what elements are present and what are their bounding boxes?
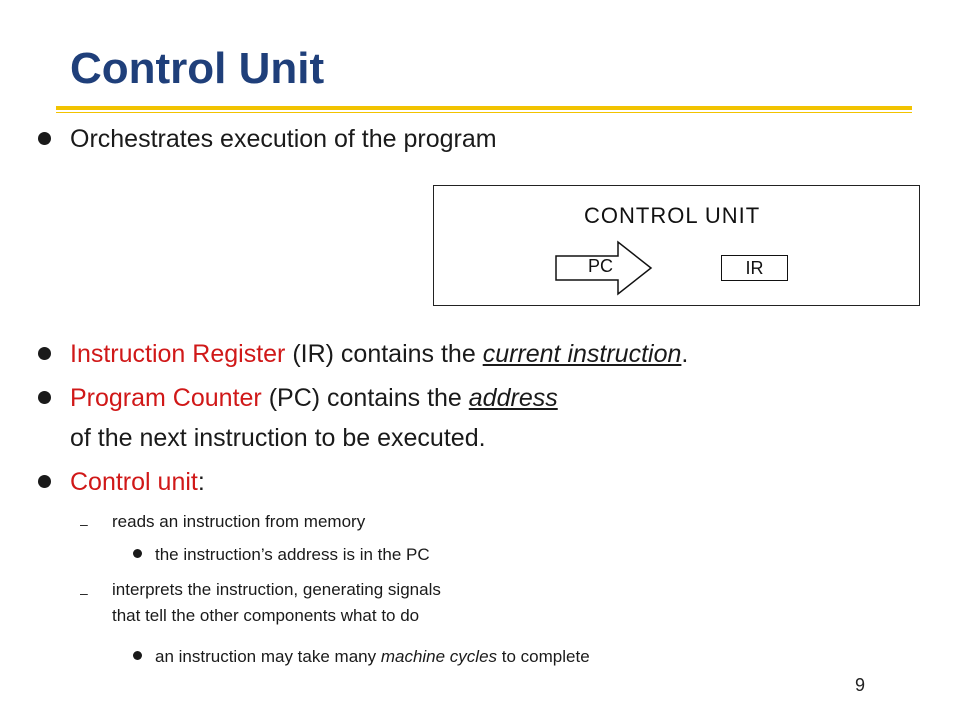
emphasis-address: address — [468, 384, 558, 412]
bullet-text-end: . — [681, 340, 689, 368]
emphasis-current-instruction: current instruction — [482, 340, 682, 368]
bullet-program-counter: Program Counter (PC) contains the addres… — [38, 381, 558, 415]
dash-marker: – — [80, 585, 88, 601]
bullet-dot-icon — [133, 549, 142, 559]
bullet-dot-icon — [38, 346, 51, 360]
sub-sub-bullet-text-end: to complete — [497, 647, 590, 666]
bullet-text-end: : — [197, 468, 205, 496]
emphasis-machine-cycles: machine cycles — [380, 647, 498, 666]
bullet-text: Orchestrates execution of the program — [70, 125, 497, 153]
bullet-text: (PC) contains the — [261, 384, 469, 412]
term-program-counter: Program Counter — [70, 384, 262, 412]
sub-bullet-interprets: interprets the instruction, generating s… — [112, 580, 441, 599]
bullet-control-unit: Control unit: — [38, 465, 205, 499]
bullet-dot-icon — [133, 651, 142, 661]
sub-sub-bullet-address: the instruction’s address is in the PC — [133, 543, 430, 567]
bullet-dot-icon — [38, 131, 51, 145]
title-rule-thin — [56, 112, 912, 113]
sub-sub-bullet-cycles: an instruction may take many machine cyc… — [133, 645, 590, 669]
control-unit-diagram: CONTROL UNIT PC IR — [433, 185, 920, 306]
bullet-dot-icon — [38, 474, 51, 488]
diagram-title: CONTROL UNIT — [584, 203, 761, 228]
sub-sub-bullet-text: the instruction’s address is in the PC — [155, 545, 430, 564]
sub-sub-bullet-text: an instruction may take many — [155, 647, 381, 666]
bullet-dot-icon — [38, 390, 51, 404]
term-control-unit: Control unit — [70, 468, 198, 496]
title-rule — [56, 106, 912, 110]
pc-label: PC — [588, 256, 614, 276]
bullet-text: (IR) contains the — [285, 340, 483, 368]
bullet-program-counter-cont: of the next instruction to be executed. — [70, 424, 486, 452]
sub-bullet-reads: reads an instruction from memory — [112, 512, 366, 531]
dash-marker: – — [80, 516, 88, 532]
term-instruction-register: Instruction Register — [70, 340, 286, 368]
ir-register-box: IR — [721, 255, 788, 281]
sub-bullet-interprets-cont: that tell the other components what to d… — [112, 606, 420, 625]
bullet-instruction-register: Instruction Register (IR) contains the c… — [38, 337, 688, 371]
bullet-orchestrates: Orchestrates execution of the program — [38, 122, 497, 156]
pc-arrow-icon — [555, 240, 653, 296]
slide-title: Control Unit — [70, 44, 325, 93]
page-number: 9 — [855, 675, 866, 695]
